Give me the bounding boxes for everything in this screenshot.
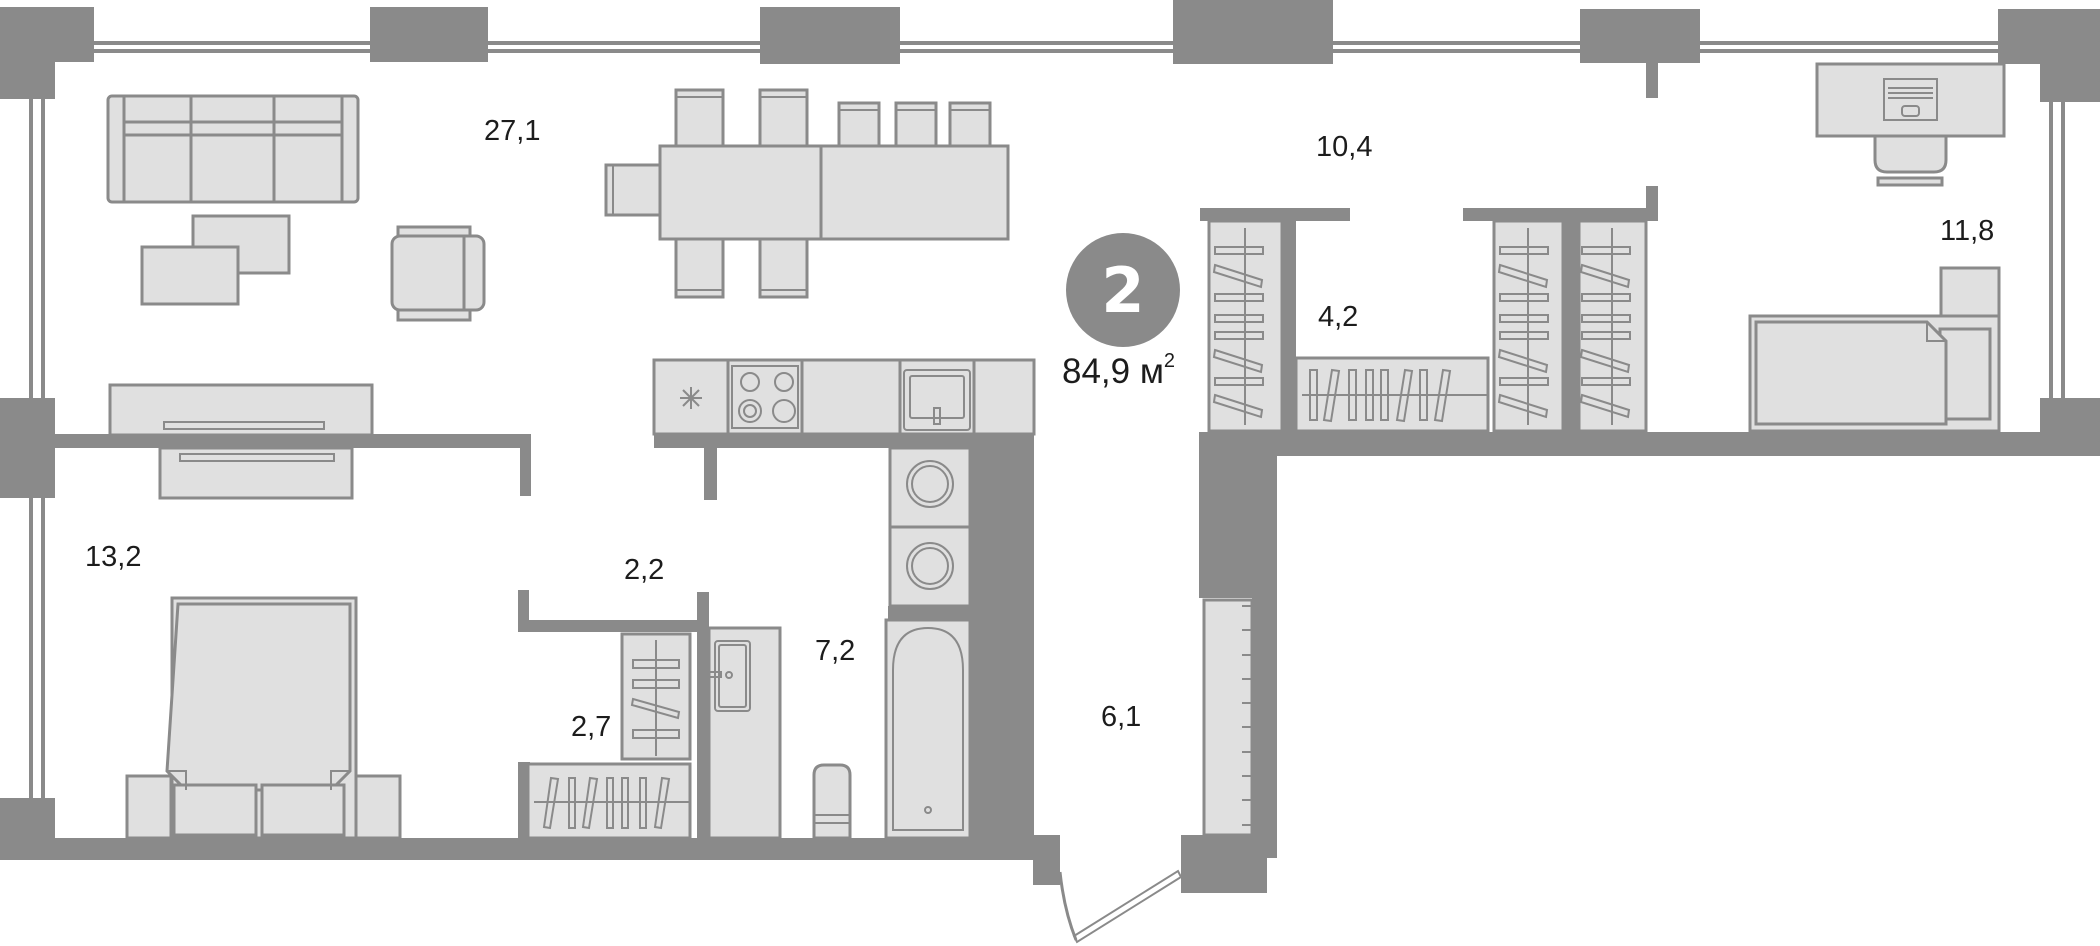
coat-rack <box>1202 598 1254 837</box>
rooms-count-badge: 2 <box>1066 233 1180 347</box>
room-area-living: 27,1 <box>484 115 541 147</box>
room-area-entrance: 6,1 <box>1101 701 1142 733</box>
wardrobe-bottom <box>1294 356 1490 433</box>
total-area-value: 84,9 <box>1062 352 1131 391</box>
total-area-unit: м <box>1139 352 1164 391</box>
room-area-bedroom-left: 13,2 <box>85 541 142 573</box>
room-area-wardrobe-small: 2,7 <box>571 711 612 743</box>
dining-table <box>604 88 1010 299</box>
tv-stand-living <box>108 383 374 437</box>
single-bed <box>1748 266 2001 433</box>
bathroom-fixtures <box>706 446 972 840</box>
wardrobe-left <box>1207 219 1284 433</box>
coffee-tables <box>140 214 291 306</box>
stove-icon <box>731 365 799 429</box>
fridge-icon <box>680 387 702 409</box>
total-area-unit-power: 2 <box>1163 350 1176 372</box>
double-bed <box>125 596 402 840</box>
armchair <box>390 225 486 322</box>
room-area-bathroom: 7,2 <box>815 635 856 667</box>
entrance-door <box>1058 869 1183 944</box>
sofa <box>106 94 360 204</box>
kitchen-counter <box>652 358 1036 436</box>
walls <box>0 0 2100 893</box>
room-area-corridor: 10,4 <box>1316 131 1373 163</box>
desk-with-monitor <box>1815 62 2006 187</box>
wardrobe-right-2 <box>1577 219 1648 433</box>
wardrobe-small <box>526 632 692 840</box>
sink-icon <box>903 369 971 431</box>
tv-stand-bedroom <box>158 446 354 500</box>
wardrobe-right-1 <box>1492 219 1565 433</box>
room-area-wardrobe-large: 4,2 <box>1318 301 1359 333</box>
room-area-bedroom-right: 11,8 <box>1940 215 1995 247</box>
room-area-hall-small: 2,2 <box>624 554 665 586</box>
rooms-count: 2 <box>1101 253 1145 327</box>
total-area: 84,9 м2 <box>1062 350 1176 392</box>
